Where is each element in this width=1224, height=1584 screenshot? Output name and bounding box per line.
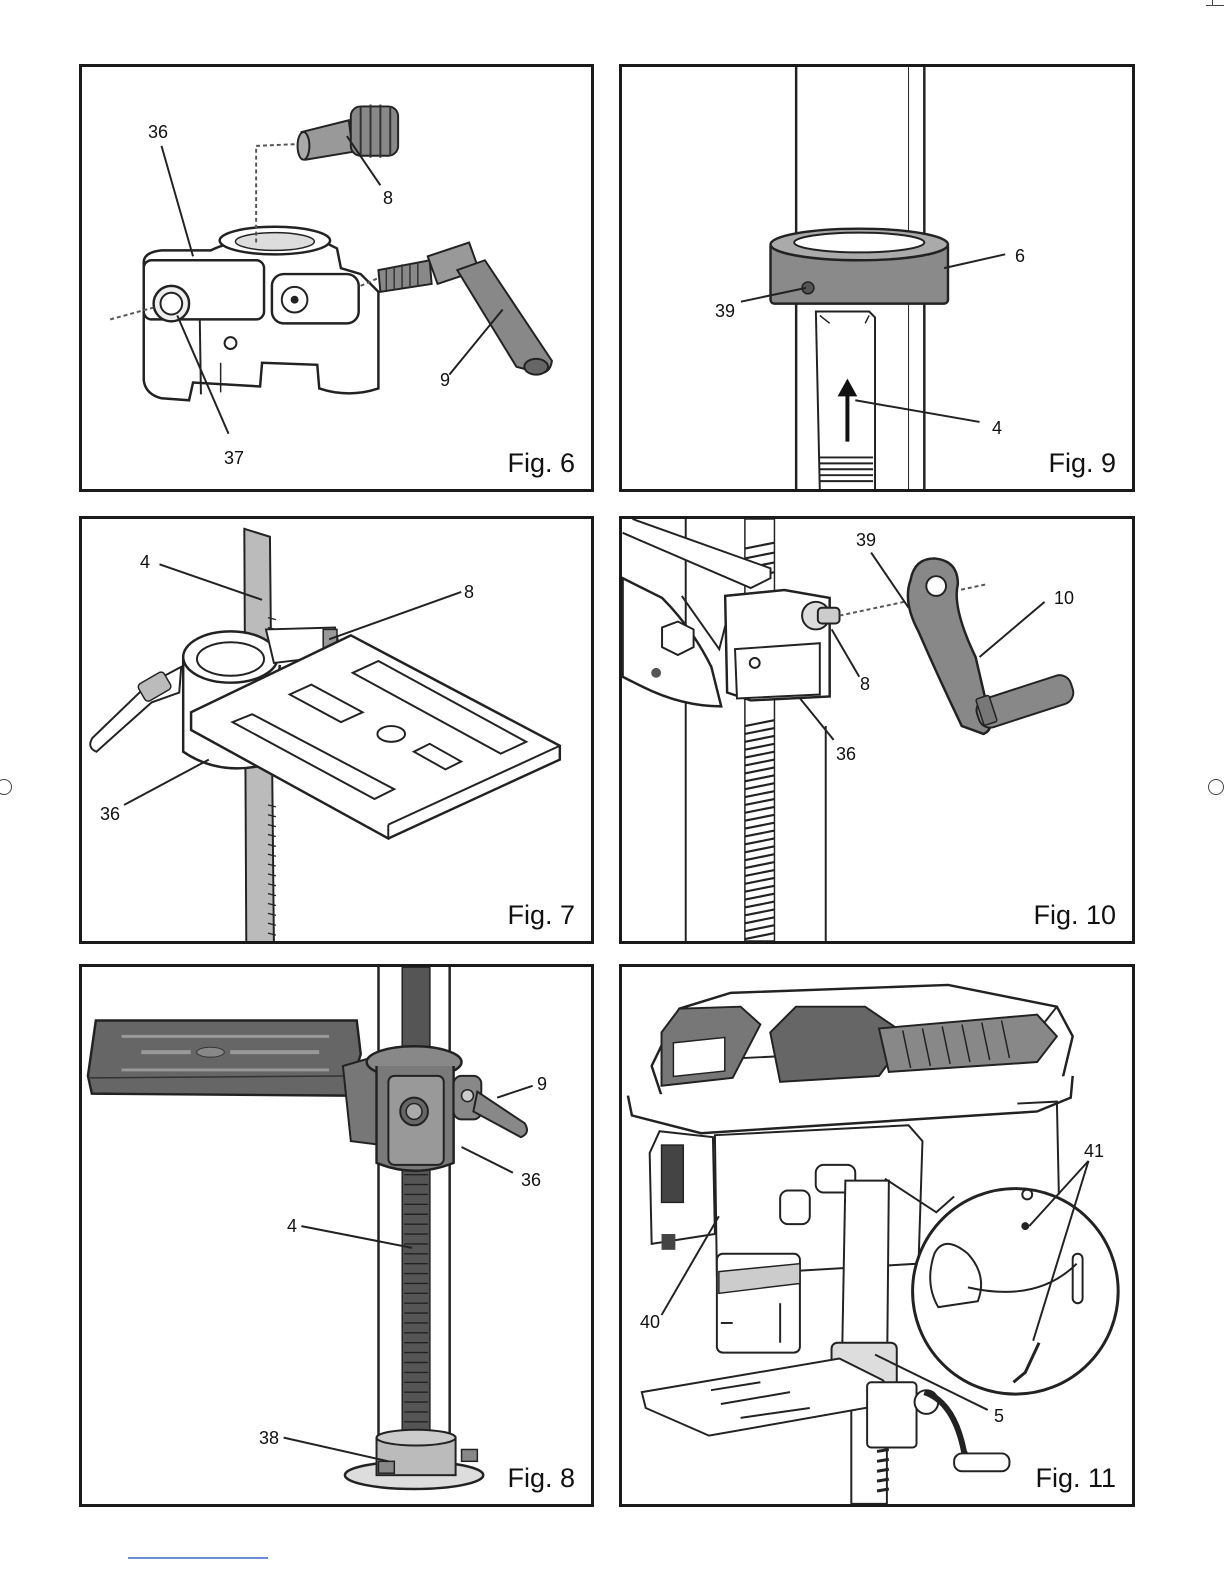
- callout-36: 36: [836, 745, 856, 763]
- crop-mark-top-right-h: [1206, 5, 1224, 6]
- footer-rule: [128, 1557, 268, 1559]
- figure-11-illustration: [622, 967, 1132, 1504]
- callout-40: 40: [640, 1313, 660, 1331]
- figure-label: Fig. 10: [1033, 900, 1116, 931]
- figure-10-panel: 39 10 8 36 Fig. 10: [619, 516, 1135, 944]
- figure-8-illustration: [82, 967, 591, 1504]
- callout-10: 10: [1054, 589, 1074, 607]
- callout-4: 4: [287, 1217, 297, 1235]
- callout-8: 8: [860, 675, 870, 693]
- callout-37: 37: [224, 449, 244, 467]
- registration-mark-left: [0, 779, 12, 795]
- callout-8: 8: [383, 189, 393, 207]
- callout-9: 9: [537, 1075, 547, 1093]
- figure-label: Fig. 6: [507, 448, 575, 479]
- callout-39: 39: [856, 531, 876, 549]
- callout-36: 36: [148, 123, 168, 141]
- callout-6: 6: [1015, 247, 1025, 265]
- callout-9: 9: [440, 371, 450, 389]
- figure-7-panel: 4 8 36 Fig. 7: [79, 516, 594, 944]
- figure-label: Fig. 8: [507, 1463, 575, 1494]
- figure-7-illustration: [82, 519, 591, 941]
- callout-5: 5: [994, 1407, 1004, 1425]
- callout-4: 4: [992, 419, 1002, 437]
- figure-label: Fig. 11: [1035, 1463, 1116, 1494]
- figure-8-panel: 9 36 4 38 Fig. 8: [79, 964, 594, 1507]
- callout-39: 39: [715, 302, 735, 320]
- registration-mark-right: [1208, 779, 1224, 795]
- callout-36: 36: [100, 805, 120, 823]
- figure-9-panel: 6 39 4 Fig. 9: [619, 64, 1135, 492]
- callout-38: 38: [259, 1429, 279, 1447]
- callout-4: 4: [140, 553, 150, 571]
- figure-11-panel: 41 40 5 Fig. 11: [619, 964, 1135, 1507]
- figure-6-panel: 36 8 9 37 Fig. 6: [79, 64, 594, 492]
- figure-9-illustration: [622, 67, 1132, 489]
- figure-label: Fig. 7: [507, 900, 575, 931]
- callout-41: 41: [1084, 1142, 1104, 1160]
- figure-10-illustration: [622, 519, 1132, 941]
- callout-8: 8: [464, 583, 474, 601]
- figure-label: Fig. 9: [1048, 448, 1116, 479]
- callout-36: 36: [521, 1171, 541, 1189]
